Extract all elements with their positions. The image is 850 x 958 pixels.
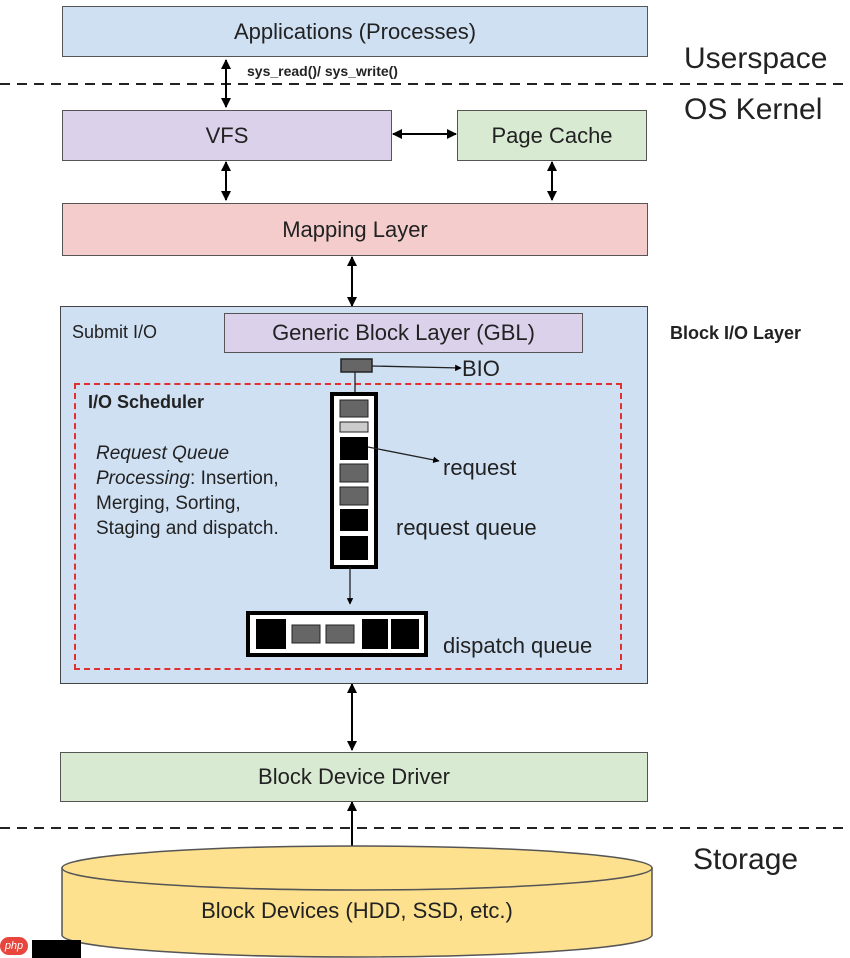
php-watermark-text: php — [4, 940, 24, 952]
dq-slot-5 — [391, 619, 419, 649]
rq-slot-7 — [340, 536, 368, 560]
submit-io-label: Submit I/O — [72, 322, 158, 342]
watermark-black-bar — [32, 940, 81, 958]
storage-label: Storage — [693, 843, 799, 876]
applications-box: Applications (Processes) — [62, 6, 648, 57]
request-arrow — [367, 446, 440, 464]
applications-label: Applications (Processes) — [233, 18, 477, 44]
php-watermark-logo: php — [0, 937, 28, 955]
request-queue-processing-body: Insertion, Merging, Sorting, Staging and… — [96, 468, 279, 539]
rq-slot-2 — [339, 421, 369, 433]
cylinder-body — [61, 867, 653, 958]
request-queue-label: request queue — [396, 515, 537, 540]
page-cache-label: Page Cache — [491, 122, 613, 148]
vfs-box: VFS — [62, 110, 392, 161]
rq-slot-4 — [339, 463, 369, 483]
request-queue-processing-text: Request Queue Processing: Insertion, Mer… — [96, 441, 306, 541]
rq-slot-6 — [340, 509, 368, 531]
bio-label: BIO — [462, 356, 500, 381]
rq-slot-3 — [340, 437, 368, 460]
dispatch-queue-label: dispatch queue — [443, 633, 593, 658]
block-io-layer-label: Block I/O Layer — [670, 323, 802, 343]
userspace-label: Userspace — [684, 42, 828, 75]
io-scheduler-label: I/O Scheduler — [88, 392, 205, 412]
bio-block — [340, 358, 373, 373]
request-queue-processing-title: Request Queue Processing — [96, 443, 230, 489]
block-device-driver-box: Block Device Driver — [60, 752, 648, 802]
dq-slot-1 — [256, 619, 286, 649]
gbl-box: Generic Block Layer (GBL) — [224, 313, 583, 353]
dq-slot-4 — [362, 619, 388, 649]
block-device-driver-label: Block Device Driver — [258, 764, 450, 789]
io-scheduler-region — [74, 383, 622, 670]
page-cache-box: Page Cache — [457, 110, 647, 161]
bio-arrow — [371, 364, 462, 372]
cylinder-top — [61, 845, 653, 891]
gbl-label: Generic Block Layer (GBL) — [272, 320, 535, 345]
os-kernel-label: OS Kernel — [684, 93, 823, 126]
rq-slot-5 — [339, 486, 369, 506]
request-label: request — [443, 455, 517, 480]
dq-slot-3 — [325, 624, 355, 644]
block-devices-label: Block Devices (HDD, SSD, etc.) — [201, 898, 513, 923]
syscall-label: sys_read()/ sys_write() — [247, 63, 398, 79]
vfs-label: VFS — [205, 122, 249, 148]
request-queue-processing-colon: : — [190, 468, 196, 489]
mapping-layer-label: Mapping Layer — [282, 216, 428, 242]
rq-slot-1 — [339, 399, 369, 418]
dq-slot-2 — [291, 624, 321, 644]
mapping-layer-box: Mapping Layer — [62, 203, 648, 256]
